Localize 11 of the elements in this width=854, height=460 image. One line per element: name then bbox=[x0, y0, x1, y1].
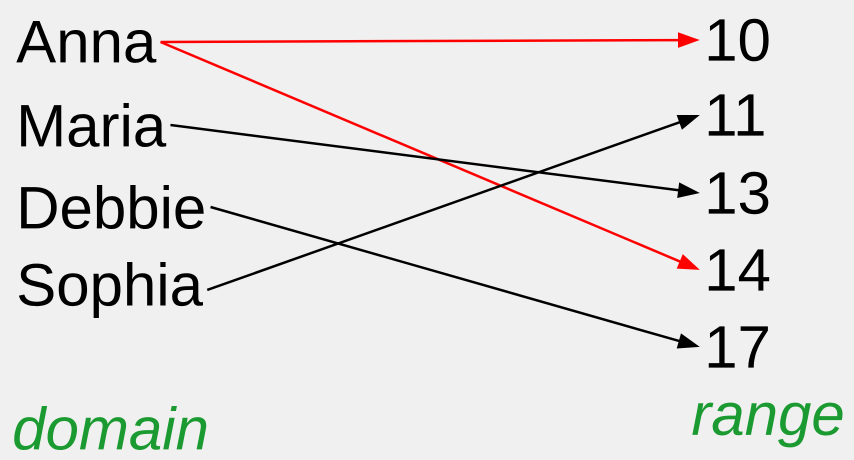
name-text: 13 bbox=[708, 172, 768, 214]
name-text: Maria bbox=[21, 102, 166, 148]
name-text: 10 bbox=[708, 18, 769, 62]
name-text: Anna bbox=[16, 21, 156, 63]
name-text: Sophia bbox=[18, 262, 203, 318]
name-text: 14 bbox=[708, 249, 770, 291]
name-text: 11 bbox=[708, 94, 764, 136]
set-label: range bbox=[692, 402, 843, 448]
name-text: Debbie bbox=[21, 184, 204, 230]
name-text: 17 bbox=[708, 326, 768, 368]
set-label: domain bbox=[14, 406, 206, 450]
